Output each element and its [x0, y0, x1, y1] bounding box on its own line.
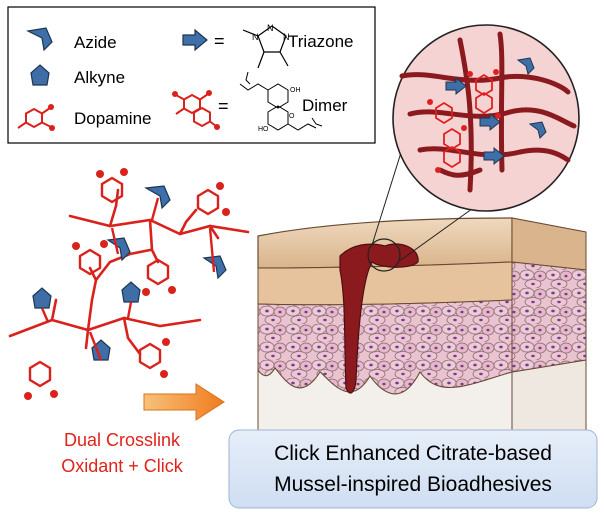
svg-text:OH: OH	[290, 87, 301, 94]
legend-label-triazone: Triazone	[288, 32, 354, 51]
dimer-structure-icon: OH HO O	[239, 71, 323, 133]
triazole-equals: =	[214, 31, 225, 51]
title-line-1: Click Enhanced Citrate-based	[274, 442, 552, 465]
triazole-arrow-icon	[182, 28, 208, 52]
title-line-2: Mussel-inspired Bioadhesives	[274, 473, 552, 496]
dopamine-hydroxyls	[24, 168, 230, 400]
dopamine-groups	[28, 176, 220, 388]
process-arrow-icon	[143, 383, 225, 421]
azide-groups	[106, 185, 227, 280]
svg-text:HO: HO	[258, 126, 269, 133]
svg-text:O: O	[289, 113, 295, 120]
zoom-circle	[392, 24, 580, 212]
triazole-structure-icon: N N N	[242, 23, 290, 69]
dimer-equals: =	[218, 96, 229, 116]
polymer-network	[8, 188, 250, 356]
adhesive-wound	[339, 243, 419, 394]
svg-text:N: N	[283, 32, 290, 42]
svg-text:N: N	[267, 23, 274, 33]
azide-icon	[26, 27, 53, 52]
dopamine-icon	[17, 104, 55, 131]
title-box: Click Enhanced Citrate-based Mussel-insp…	[228, 429, 598, 509]
legend-label-azide: Azide	[74, 33, 117, 52]
alkyne-groups	[32, 281, 141, 361]
alkyne-icon	[30, 64, 50, 86]
caption-line-1: Dual Crosslink	[64, 430, 181, 450]
svg-text:N: N	[252, 32, 259, 42]
legend-label-alkyne: Alkyne	[74, 68, 125, 87]
legend-label-dimer: Dimer	[302, 96, 348, 115]
legend-label-dopamine: Dopamine	[74, 109, 152, 128]
caption-line-2: Oxidant + Click	[61, 456, 184, 476]
legend-box: Azide Alkyne Dopamine = N N	[7, 6, 376, 144]
dimer-icon	[172, 90, 220, 130]
